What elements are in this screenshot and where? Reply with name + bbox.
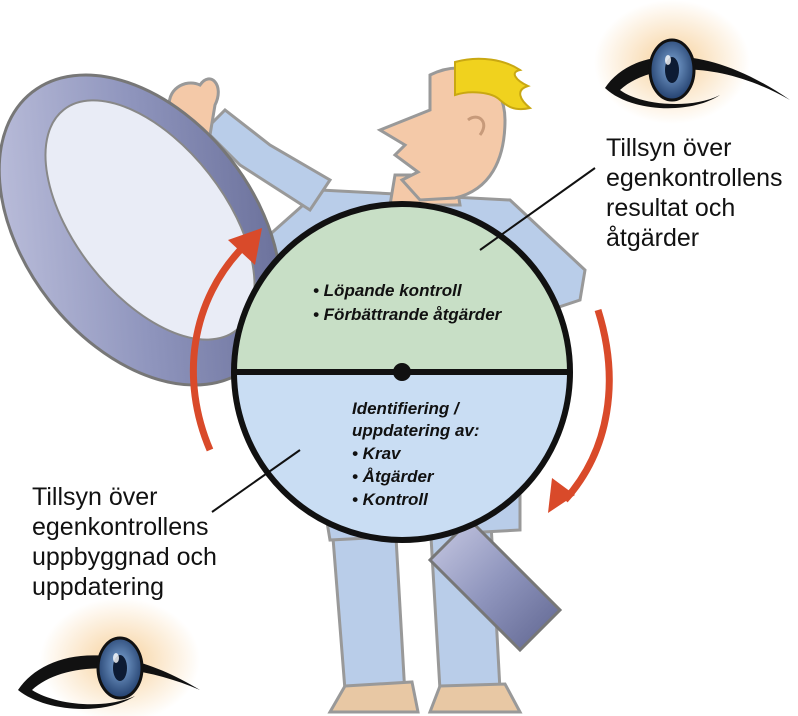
figure-shoe-left [330,682,418,712]
label-bottom-left-line-1: Tillsyn över [32,483,158,511]
top-bullet-1: • Löpande kontroll [313,281,463,300]
label-top-right: Tillsyn över egenkontrollens resultat oc… [606,134,783,252]
label-bottom-left-line-3: uppbyggnad och [32,543,217,571]
label-bottom-left-line-2: egenkontrollens [32,513,209,541]
eye-icon [18,598,200,716]
circle-center-dot [393,363,411,381]
cycle-circle: • Löpande kontroll • Förbättrande åtgärd… [234,204,570,540]
bottom-heading-2: uppdatering av: [352,421,480,440]
figure-shoe-right [430,684,520,712]
label-top-right-line-1: Tillsyn över [606,134,732,162]
label-top-right-line-2: egenkontrollens [606,164,783,192]
cycle-arrow-right-head [548,478,575,513]
bottom-bullet-3: • Kontroll [352,490,429,509]
label-top-right-line-4: åtgärder [606,224,699,252]
cycle-arrow-right [565,310,609,500]
bottom-bullet-2: • Åtgärder [352,467,435,486]
label-bottom-left-line-4: uppdatering [32,573,164,601]
label-bottom-left: Tillsyn över egenkontrollens uppbyggnad … [32,483,217,601]
bottom-heading-1: Identifiering / [352,399,461,418]
top-bullet-2: • Förbättrande åtgärder [313,305,503,324]
eye-icon [594,0,790,124]
bottom-bullet-1: • Krav [352,444,402,463]
label-top-right-line-3: resultat och [606,194,735,222]
